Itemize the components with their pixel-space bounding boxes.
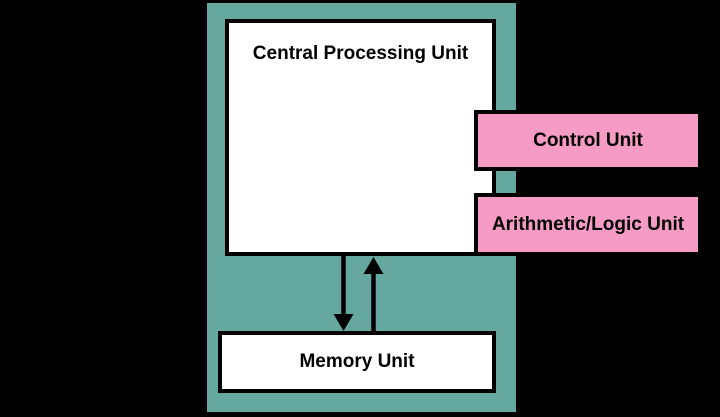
memory-unit-box: Memory Unit [218,331,496,393]
control-unit-box: Control Unit [474,110,702,171]
memory-unit-label: Memory Unit [299,351,415,372]
control-unit-label: Control Unit [533,129,643,151]
alu-label: Arithmetic/Logic Unit [491,213,685,235]
cpu-title: Central Processing Unit [252,43,469,64]
cpu-box: Central Processing Unit Control Unit Ari… [225,19,702,256]
alu-box: Arithmetic/Logic Unit [474,193,702,256]
